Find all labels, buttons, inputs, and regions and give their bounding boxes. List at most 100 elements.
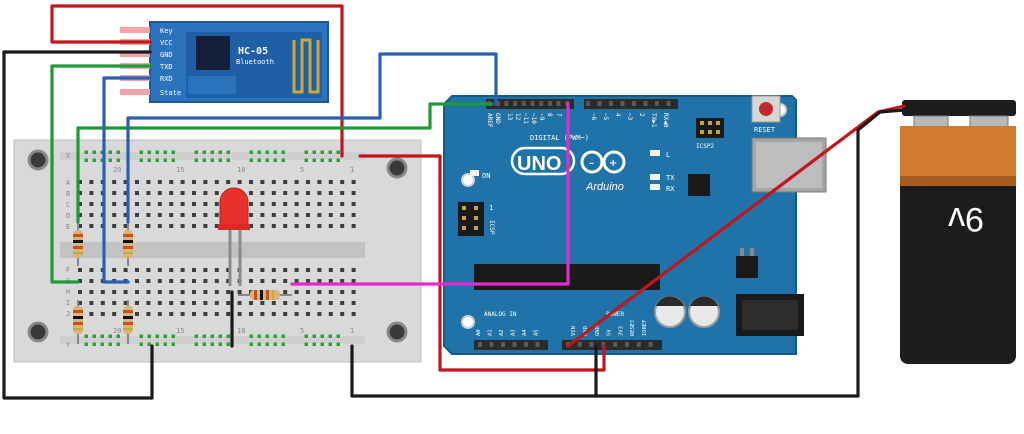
breadboard-hole[interactable] xyxy=(146,224,151,228)
breadboard-hole[interactable] xyxy=(203,290,208,294)
rail-hole[interactable] xyxy=(328,334,333,339)
breadboard-hole[interactable] xyxy=(317,301,322,305)
rail-hole[interactable] xyxy=(163,334,168,339)
breadboard-hole[interactable] xyxy=(306,301,310,305)
rail-hole[interactable] xyxy=(328,158,333,163)
breadboard-hole[interactable] xyxy=(260,279,265,283)
breadboard-hole[interactable] xyxy=(112,224,117,228)
rail-hole[interactable] xyxy=(84,342,89,347)
header-pin[interactable] xyxy=(539,101,544,106)
breadboard-hole[interactable] xyxy=(192,268,196,272)
header-pin[interactable] xyxy=(601,342,606,347)
breadboard-hole[interactable] xyxy=(226,268,231,272)
breadboard-hole[interactable] xyxy=(249,202,253,206)
header-pin[interactable] xyxy=(632,101,636,106)
breadboard-hole[interactable] xyxy=(214,301,219,305)
breadboard-hole[interactable] xyxy=(112,268,117,272)
rail-hole[interactable] xyxy=(218,150,223,155)
breadboard-hole[interactable] xyxy=(351,213,356,217)
breadboard-hole[interactable] xyxy=(192,290,196,294)
breadboard-hole[interactable] xyxy=(157,180,162,184)
header-pin[interactable] xyxy=(625,342,629,347)
header-pin[interactable] xyxy=(648,342,653,347)
breadboard-hole[interactable] xyxy=(328,290,333,294)
breadboard-hole[interactable] xyxy=(249,312,253,316)
breadboard-hole[interactable] xyxy=(192,279,196,283)
breadboard-hole[interactable] xyxy=(271,213,276,217)
breadboard-hole[interactable] xyxy=(283,312,288,316)
breadboard-hole[interactable] xyxy=(180,213,185,217)
breadboard-hole[interactable] xyxy=(351,279,356,283)
breadboard-hole[interactable] xyxy=(328,213,333,217)
breadboard-hole[interactable] xyxy=(226,279,231,283)
breadboard-hole[interactable] xyxy=(328,191,333,195)
breadboard-hole[interactable] xyxy=(340,290,345,294)
breadboard-hole[interactable] xyxy=(192,213,196,217)
breadboard-hole[interactable] xyxy=(283,290,288,294)
breadboard-hole[interactable] xyxy=(306,180,310,184)
header-pin[interactable] xyxy=(512,342,517,347)
rail-hole[interactable] xyxy=(218,158,223,163)
rail-hole[interactable] xyxy=(218,334,223,339)
header-pin[interactable] xyxy=(535,342,540,347)
breadboard-hole[interactable] xyxy=(260,191,265,195)
breadboard-hole[interactable] xyxy=(180,279,185,283)
breadboard-hole[interactable] xyxy=(226,301,231,305)
breadboard-hole[interactable] xyxy=(157,202,162,206)
breadboard-hole[interactable] xyxy=(89,301,94,305)
breadboard-hole[interactable] xyxy=(123,213,128,217)
rail-hole[interactable] xyxy=(108,150,113,155)
rail-hole[interactable] xyxy=(155,334,160,339)
rail-hole[interactable] xyxy=(116,158,121,163)
breadboard-hole[interactable] xyxy=(328,279,333,283)
header-pin[interactable] xyxy=(495,101,500,106)
rail-hole[interactable] xyxy=(84,158,89,163)
breadboard-hole[interactable] xyxy=(306,312,310,316)
breadboard-hole[interactable] xyxy=(135,202,139,206)
breadboard-hole[interactable] xyxy=(169,290,174,294)
breadboard-hole[interactable] xyxy=(78,301,82,305)
rail-hole[interactable] xyxy=(100,150,105,155)
breadboard-hole[interactable] xyxy=(180,224,185,228)
breadboard-hole[interactable] xyxy=(214,312,219,316)
breadboard-hole[interactable] xyxy=(78,268,82,272)
rail-hole[interactable] xyxy=(84,150,89,155)
icsp-header[interactable] xyxy=(458,202,484,236)
breadboard-hole[interactable] xyxy=(146,213,151,217)
breadboard-hole[interactable] xyxy=(306,268,310,272)
breadboard-hole[interactable] xyxy=(180,312,185,316)
rail-hole[interactable] xyxy=(116,150,121,155)
breadboard-hole[interactable] xyxy=(237,301,242,305)
rail-hole[interactable] xyxy=(92,342,97,347)
rail-hole[interactable] xyxy=(273,158,278,163)
breadboard-hole[interactable] xyxy=(135,312,139,316)
breadboard-hole[interactable] xyxy=(260,312,265,316)
breadboard-hole[interactable] xyxy=(340,268,345,272)
rail-hole[interactable] xyxy=(249,334,254,339)
breadboard-hole[interactable] xyxy=(180,301,185,305)
breadboard-hole[interactable] xyxy=(317,224,322,228)
hc05-pin[interactable] xyxy=(120,89,150,95)
breadboard-hole[interactable] xyxy=(306,202,310,206)
breadboard-hole[interactable] xyxy=(135,213,139,217)
breadboard-hole[interactable] xyxy=(271,312,276,316)
breadboard-hole[interactable] xyxy=(169,224,174,228)
rail-hole[interactable] xyxy=(257,158,262,163)
breadboard-hole[interactable] xyxy=(89,268,94,272)
breadboard-hole[interactable] xyxy=(135,279,139,283)
breadboard-hole[interactable] xyxy=(112,213,117,217)
rail-hole[interactable] xyxy=(210,342,215,347)
rail-hole[interactable] xyxy=(257,334,262,339)
rail-hole[interactable] xyxy=(171,342,176,347)
header-pin[interactable] xyxy=(547,101,552,106)
breadboard-hole[interactable] xyxy=(271,202,276,206)
breadboard-hole[interactable] xyxy=(214,202,219,206)
breadboard-hole[interactable] xyxy=(146,191,151,195)
breadboard-hole[interactable] xyxy=(78,213,82,217)
rail-hole[interactable] xyxy=(84,334,89,339)
breadboard-hole[interactable] xyxy=(294,191,299,195)
breadboard-hole[interactable] xyxy=(340,191,345,195)
breadboard-hole[interactable] xyxy=(169,312,174,316)
rail-hole[interactable] xyxy=(139,334,144,339)
breadboard-hole[interactable] xyxy=(203,279,208,283)
